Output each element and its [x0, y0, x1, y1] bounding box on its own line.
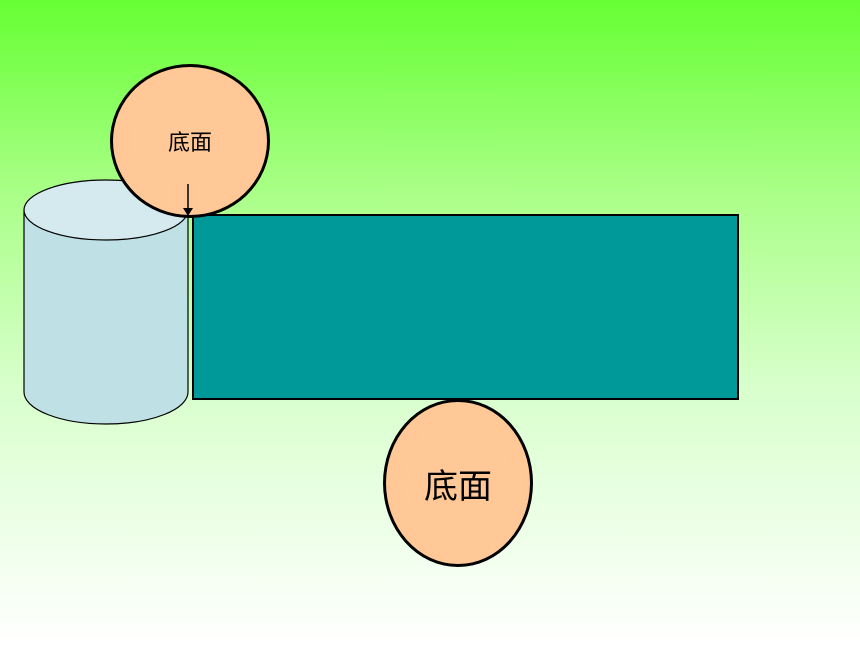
top-base-circle: 底面 — [110, 64, 270, 218]
top-base-label: 底面 — [167, 131, 212, 156]
bottom-base-label: 底面 — [424, 466, 492, 507]
arrow-down-icon — [183, 184, 193, 216]
cylinder-body — [23, 210, 189, 425]
cylinder-icon — [23, 179, 189, 425]
lateral-surface-rectangle — [192, 214, 739, 400]
bottom-base-circle: 底面 — [383, 399, 533, 567]
